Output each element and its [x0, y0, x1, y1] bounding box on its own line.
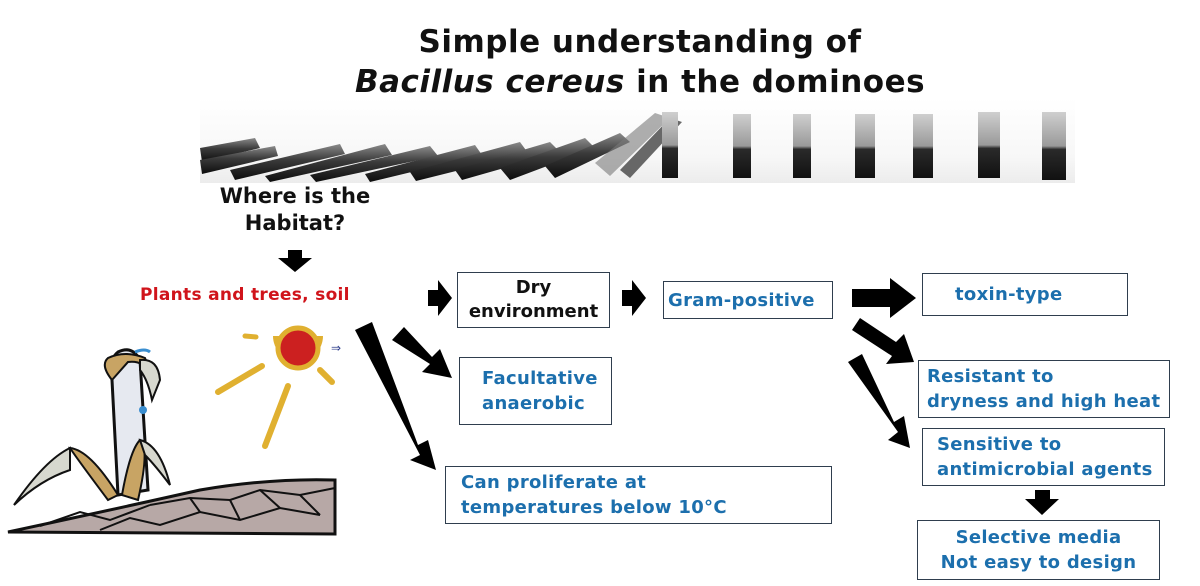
- node-facultative-line-2: anaerobic: [482, 393, 585, 414]
- node-toxin-line-1: toxin-type: [955, 284, 1063, 305]
- dominoes-icon: [200, 112, 1066, 182]
- arrow-diag-to-facultative: [392, 327, 452, 378]
- node-proliferate-line-2: temperatures below 10°C: [461, 497, 727, 518]
- dominoes-image: [200, 98, 1075, 183]
- arrow-diag-to-sensitive: [848, 354, 910, 448]
- arrow-right-to-dry: [428, 280, 452, 316]
- wilted-plant-illustration: [7, 348, 337, 536]
- node-proliferate-low-temp: Can proliferate at temperatures below 10…: [445, 466, 832, 524]
- node-resistant-dryness-heat: Resistant to dryness and high heat: [918, 360, 1170, 418]
- habitat-question-line-2: Habitat?: [244, 211, 346, 235]
- node-dry-environment: Dry environment: [457, 272, 610, 328]
- node-gram-line-1: Gram-positive: [668, 289, 815, 311]
- arrow-right-to-toxin: [852, 278, 916, 318]
- node-sensitive-antimicrobial: Sensitive to antimicrobial agents: [922, 428, 1165, 486]
- node-facultative-line-1: Facultative: [482, 368, 598, 389]
- diagram-title: Simple understanding of Bacillus cereus …: [300, 22, 980, 102]
- node-selective-line-2: Not easy to design: [940, 552, 1137, 573]
- node-resistant-line-2: dryness and high heat: [927, 391, 1161, 412]
- habitat-question-line-1: Where is the: [219, 184, 371, 208]
- node-dry-line-1: Dry: [515, 277, 552, 298]
- svg-text:⇒: ⇒: [331, 341, 341, 355]
- title-line-2: Bacillus cereus in the dominoes: [300, 62, 980, 102]
- habitat-answer: Plants and trees, soil: [140, 285, 350, 305]
- node-gram-positive: Gram-positive: [663, 281, 833, 319]
- node-sensitive-line-1: Sensitive to: [937, 434, 1062, 455]
- node-facultative-anaerobic: Facultative anaerobic: [459, 357, 612, 425]
- node-selective-media: Selective media Not easy to design: [917, 520, 1160, 580]
- arrow-right-to-gram: [622, 280, 646, 316]
- sun-icon: ⇒: [215, 325, 341, 449]
- node-proliferate-line-1: Can proliferate at: [461, 472, 647, 493]
- arrow-down-to-selective: [1025, 490, 1059, 515]
- node-resistant-line-1: Resistant to: [927, 366, 1054, 387]
- title-species: Bacillus cereus: [354, 64, 625, 100]
- node-selective-line-1: Selective media: [955, 527, 1122, 548]
- node-dry-line-2: environment: [468, 301, 599, 322]
- title-line-2-rest: in the dominoes: [624, 64, 926, 100]
- habitat-question: Where is the Habitat?: [190, 183, 400, 237]
- title-line-1: Simple understanding of: [418, 24, 862, 60]
- node-sensitive-line-2: antimicrobial agents: [937, 459, 1153, 480]
- arrow-diag-to-resistant: [852, 318, 914, 364]
- arrow-diag-to-proliferate: [355, 322, 436, 470]
- node-toxin-type: toxin-type: [922, 273, 1128, 316]
- arrow-down-habitat: [278, 250, 312, 272]
